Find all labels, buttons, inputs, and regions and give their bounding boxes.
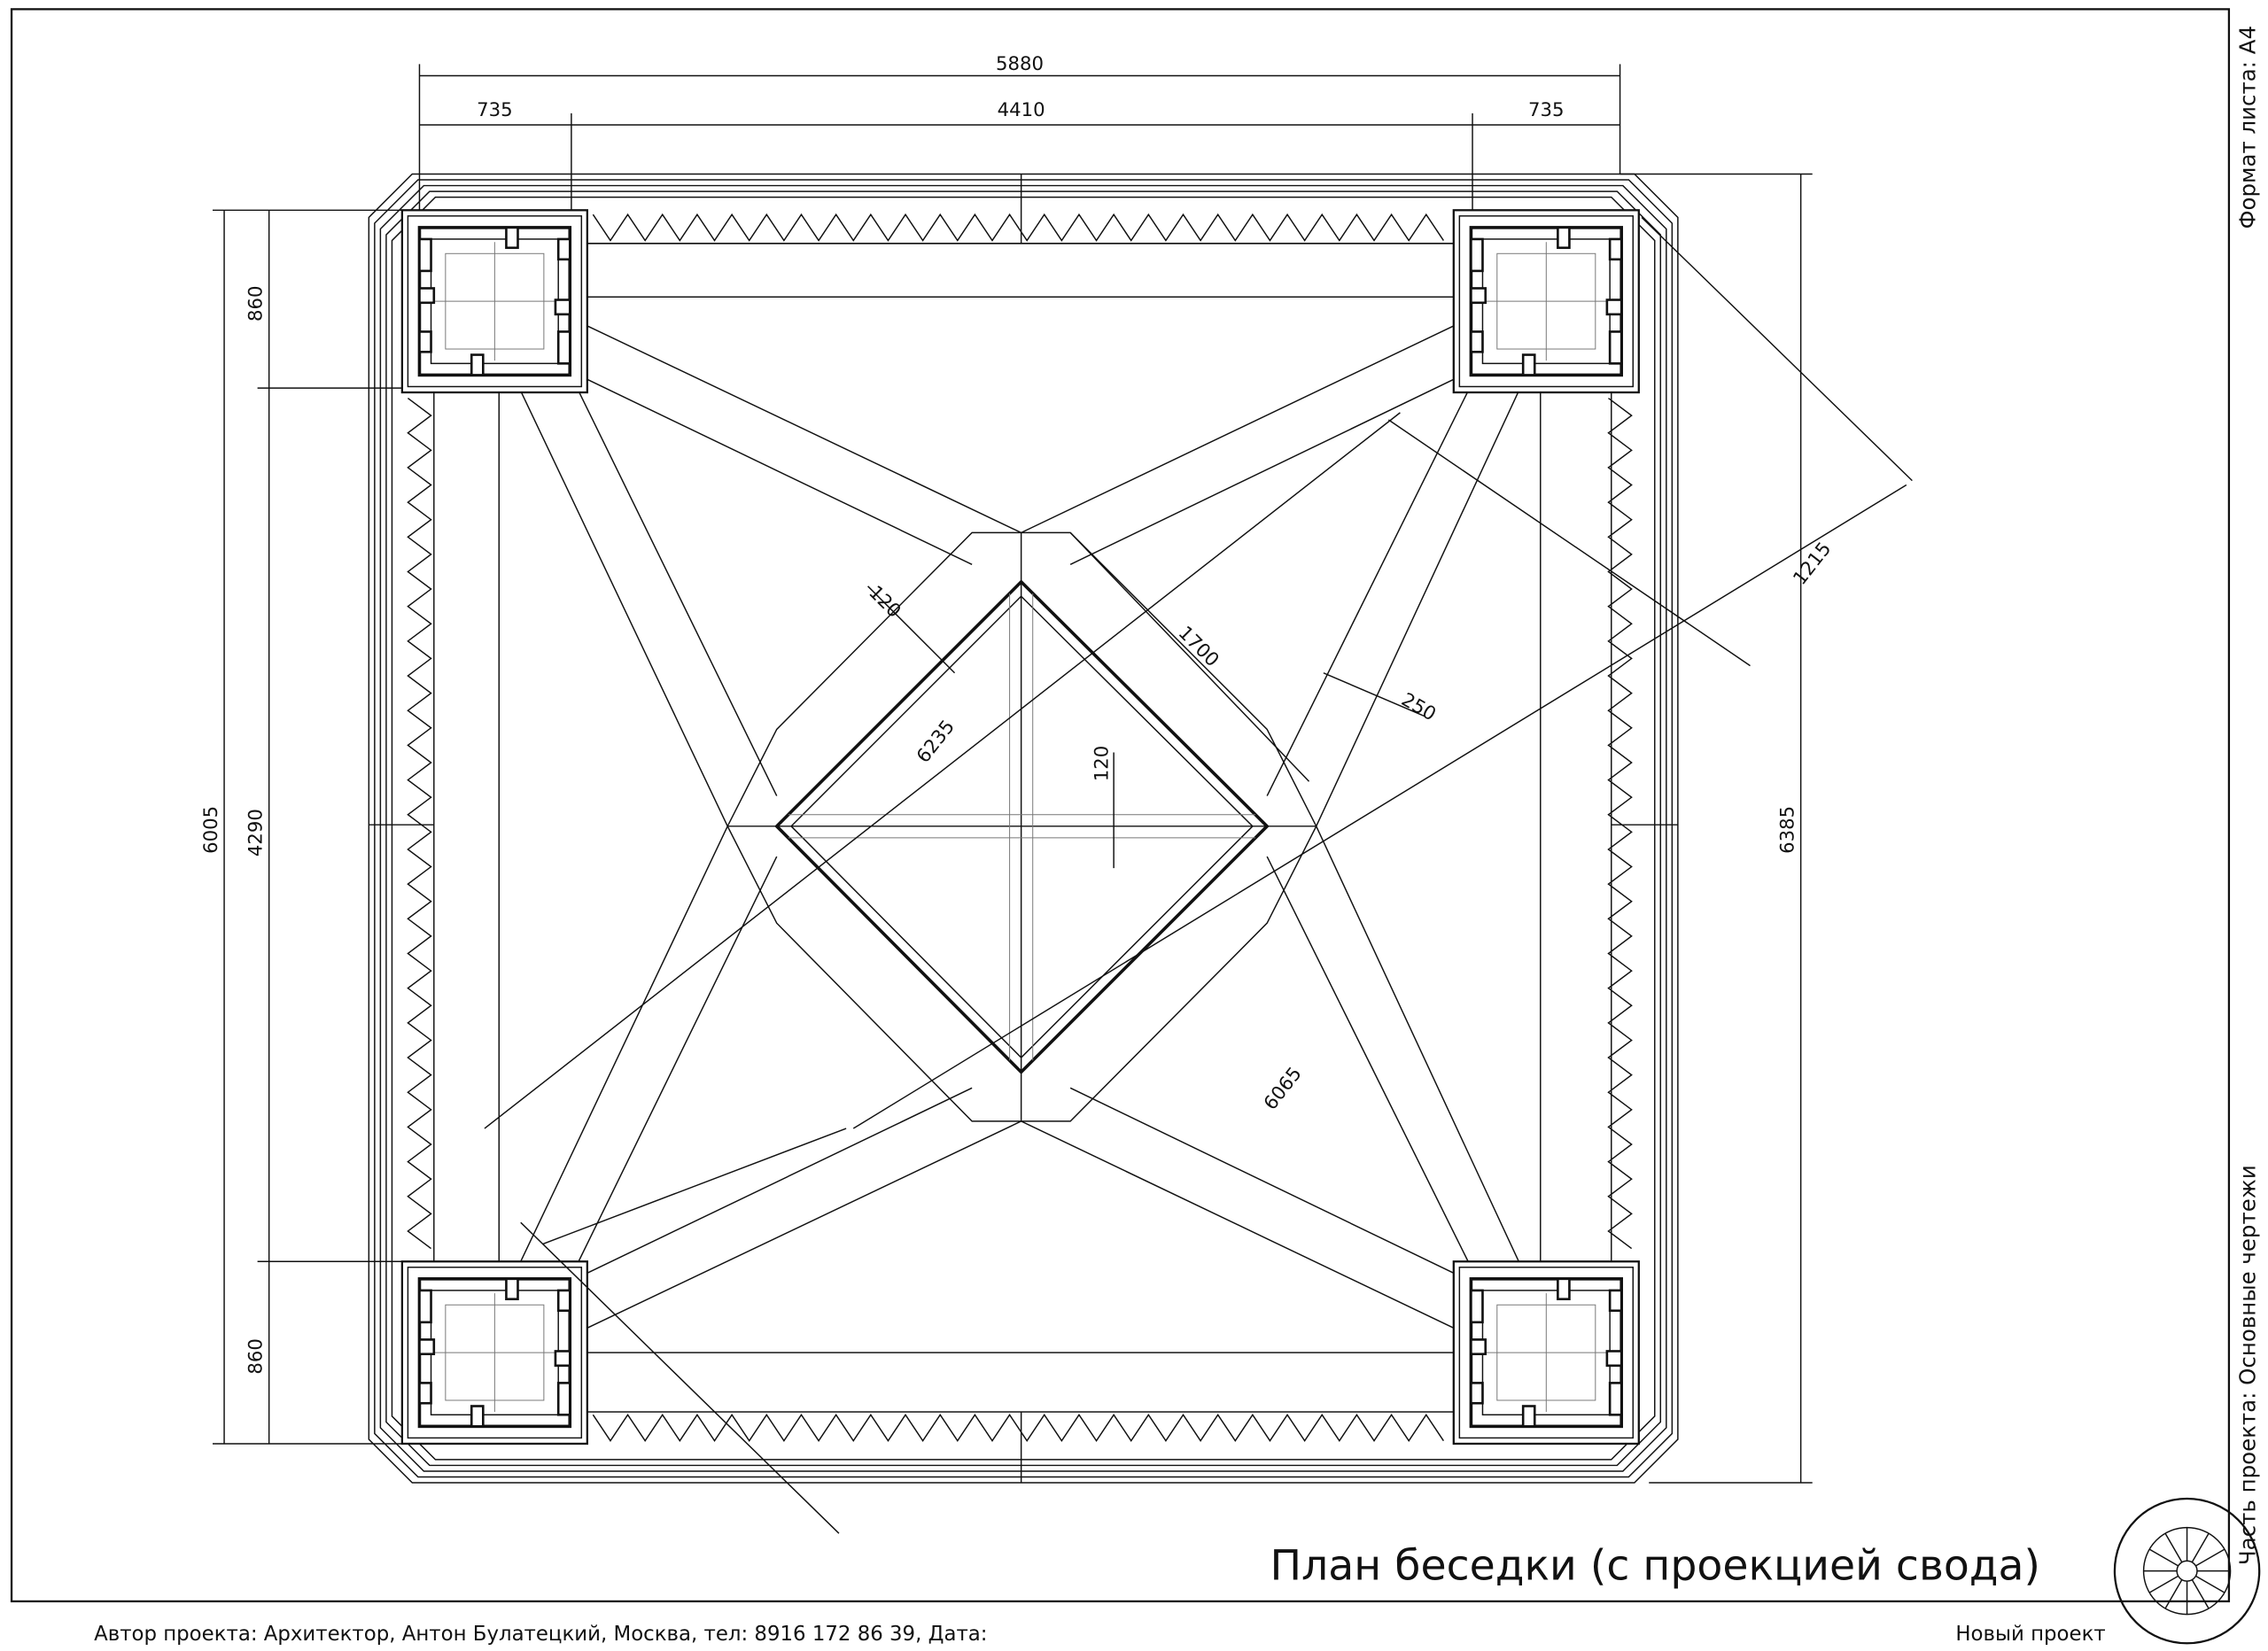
beam-frame bbox=[369, 174, 1678, 1484]
format-label: Формат листа: А4 bbox=[2234, 26, 2260, 229]
column-top-right bbox=[1452, 209, 1640, 394]
dim-corner-offset: 1215 bbox=[1789, 539, 1836, 590]
roof-edge-line bbox=[385, 190, 1662, 1467]
dim-rib-length: 1700 bbox=[1174, 622, 1223, 671]
dim-left-column: 735 bbox=[477, 99, 513, 121]
drawing-title: План беседки (с проекцией свода) bbox=[1270, 1541, 2040, 1590]
zigzag-column bbox=[407, 397, 432, 1250]
dim-overall-width: 5880 bbox=[996, 53, 1044, 75]
zigzag-row bbox=[592, 213, 1444, 242]
dim-roof-depth: 6385 bbox=[1776, 806, 1798, 854]
dim-lantern-bar: 120 bbox=[1091, 746, 1114, 782]
dimension-lines bbox=[213, 64, 1913, 1534]
roof-outline bbox=[368, 173, 1679, 1484]
column-bottom-left bbox=[400, 1260, 588, 1446]
sheet-frame bbox=[10, 8, 2231, 1603]
cornice-zigzag bbox=[407, 213, 1633, 1443]
roof-edge-line bbox=[379, 184, 1667, 1472]
dim-rib-width: 250 bbox=[1397, 689, 1440, 726]
dim-overall-depth: 6005 bbox=[200, 806, 222, 854]
dim-span-depth: 4290 bbox=[245, 809, 268, 857]
dim-diagonal-1: 6235 bbox=[913, 716, 959, 767]
vault-ribs bbox=[520, 325, 1519, 1329]
dim-top-column: 860 bbox=[245, 286, 268, 322]
zigzag-row bbox=[592, 1413, 1444, 1443]
dim-bottom-column: 860 bbox=[245, 1338, 268, 1375]
roof-edge-line bbox=[374, 179, 1674, 1478]
author-line: Автор проекта: Архитектор, Антон Булатец… bbox=[94, 1623, 987, 1646]
dim-right-column: 735 bbox=[1528, 99, 1565, 121]
roof-edge-line bbox=[368, 173, 1679, 1484]
zigzag-column bbox=[1607, 397, 1633, 1250]
stamp-logo bbox=[2113, 1497, 2261, 1645]
project-label: Новый проект bbox=[1955, 1623, 2105, 1646]
column-bottom-right bbox=[1452, 1260, 1640, 1446]
part-label: Часть проекта: Основные чертежи bbox=[2234, 1165, 2260, 1565]
dim-span: 4410 bbox=[998, 99, 1045, 121]
dim-diagonal-2: 6065 bbox=[1260, 1063, 1307, 1114]
column-top-left bbox=[400, 209, 588, 394]
